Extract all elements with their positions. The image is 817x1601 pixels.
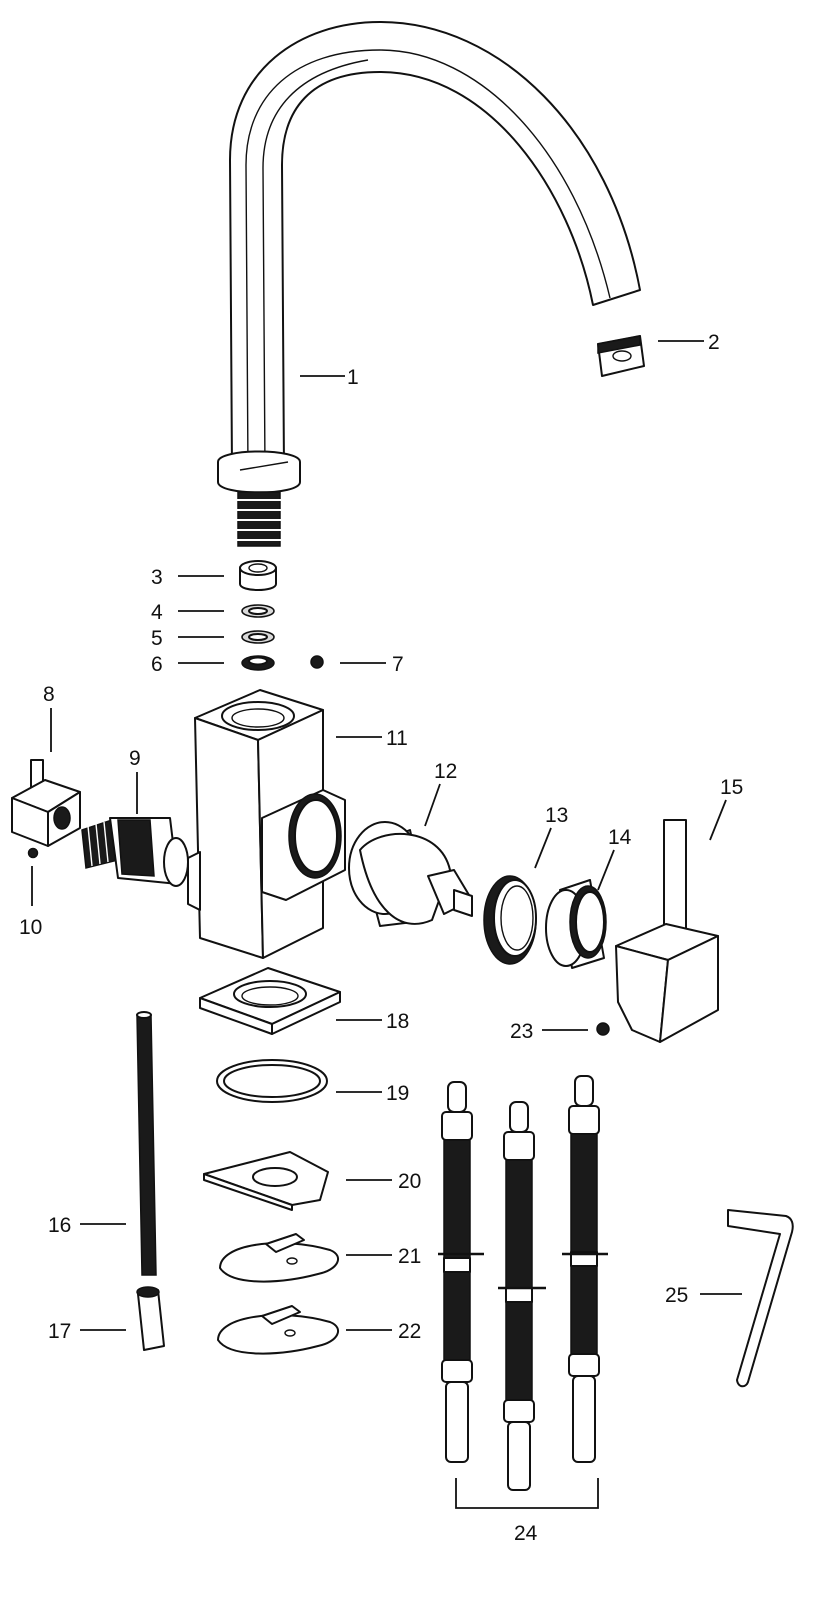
callout-17: 17: [48, 1320, 71, 1343]
callout-5: 5: [151, 627, 163, 650]
part-16-threaded-rod: [136, 1011, 157, 1276]
part-1-spout: [217, 21, 641, 547]
callout-13: 13: [545, 804, 568, 827]
part-3-bushing: [239, 560, 277, 591]
part-14-cover-sleeve: [545, 879, 607, 969]
part-22-clamp-plate: [217, 1305, 340, 1355]
part-24-flex-hoses: [438, 1075, 608, 1509]
hose-middle: [503, 1101, 535, 1491]
hose-left: [441, 1081, 473, 1463]
callout-7: 7: [392, 653, 404, 676]
part-20-washer: [203, 1151, 329, 1211]
callout-25: 25: [665, 1284, 688, 1307]
callout-18: 18: [386, 1010, 409, 1033]
part-2-aerator: [597, 335, 645, 377]
part-18-base-plate: [199, 967, 341, 1035]
callout-16: 16: [48, 1214, 71, 1237]
callout-19: 19: [386, 1082, 409, 1105]
callout-14: 14: [608, 826, 632, 849]
leader-15: [709, 799, 727, 841]
part-9-valve-cartridge: [81, 817, 189, 887]
callout-20: 20: [398, 1170, 421, 1193]
part-13-cartridge-nut: [483, 875, 537, 965]
part-15-lever-handle: [615, 819, 719, 1043]
callout-labels: 1 2 3 4 5 6 7 8 9 10 11 12 13 14 15 16 1…: [19, 331, 743, 1545]
callout-23: 23: [510, 1020, 533, 1043]
part-25-hex-key: [727, 1209, 794, 1388]
callout-8: 8: [43, 683, 55, 706]
callout-24: 24: [514, 1522, 538, 1545]
callout-11: 11: [386, 727, 408, 750]
part-23-set-screw: [596, 1022, 610, 1036]
part-5-o-ring: [241, 630, 275, 644]
part-4-o-ring: [241, 604, 275, 618]
callout-4: 4: [151, 601, 163, 624]
callout-1: 1: [347, 366, 359, 389]
part-21-clamp-plate: [219, 1233, 340, 1283]
callout-3: 3: [151, 566, 163, 589]
leader-12: [424, 783, 441, 827]
hose-right: [568, 1075, 600, 1463]
part-6-ring: [241, 655, 275, 671]
callout-15: 15: [720, 776, 743, 799]
leader-14: [597, 849, 615, 891]
part-11-body: [187, 689, 346, 959]
part-19-gasket: [216, 1059, 328, 1103]
part-10-set-screw: [27, 847, 39, 859]
part-8-cold-handle: [11, 759, 81, 847]
callout-10: 10: [19, 916, 42, 939]
callout-9: 9: [129, 747, 141, 770]
part-17-nut: [136, 1286, 165, 1351]
part-7-ball: [310, 655, 324, 669]
callout-21: 21: [398, 1245, 421, 1268]
callout-6: 6: [151, 653, 163, 676]
callout-2: 2: [708, 331, 720, 354]
callout-22: 22: [398, 1320, 421, 1343]
part-12-mixing-cartridge: [348, 821, 473, 927]
leader-lines: [31, 340, 742, 1331]
leader-13: [534, 827, 552, 869]
callout-12: 12: [434, 760, 457, 783]
